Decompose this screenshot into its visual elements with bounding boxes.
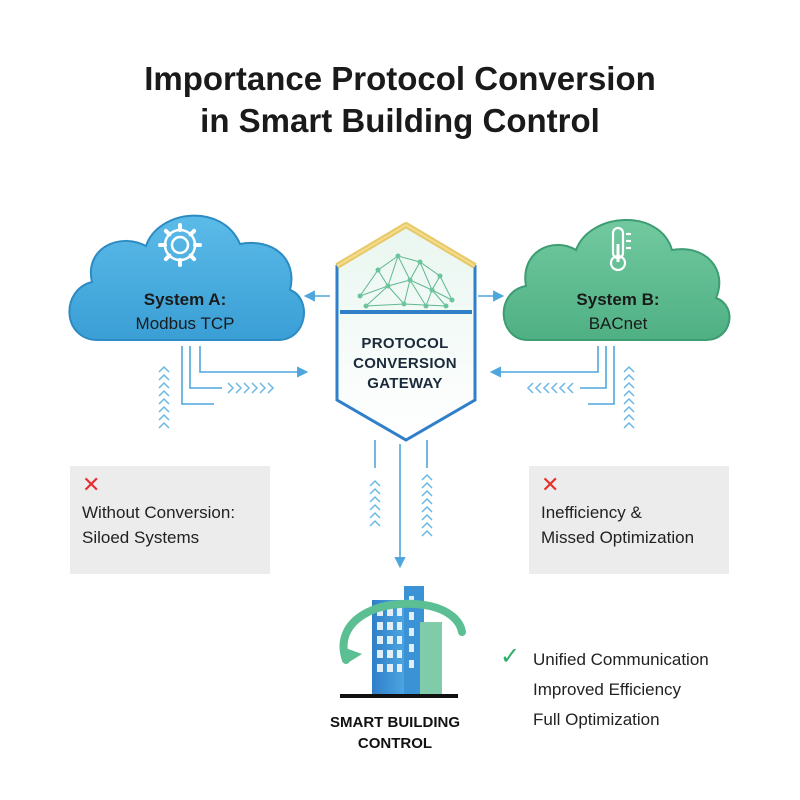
- benefit-item: Improved Efficiency: [533, 680, 682, 699]
- building-icon: [339, 586, 466, 698]
- system-a-name: System A:: [143, 290, 227, 309]
- thermometer-icon: [609, 226, 631, 272]
- system-b-name: System B:: [576, 290, 660, 309]
- check-icon: ✓: [500, 643, 521, 670]
- cross-icon: ✕: [82, 472, 101, 497]
- right-panel-line-1: Inefficiency &: [541, 503, 642, 522]
- right-panel: ✕ Inefficiency & Missed Optimization: [529, 466, 729, 574]
- left-panel: ✕ Without Conversion: Siloed Systems: [70, 466, 270, 574]
- left-panel-line-1: Without Conversion:: [82, 503, 236, 522]
- system-b-label: System B: BACnet: [528, 288, 708, 336]
- benefit-item: Full Optimization: [533, 710, 660, 729]
- smart-building-label: SMART BUILDING CONTROL: [305, 712, 485, 754]
- system-a-protocol: Modbus TCP: [135, 314, 235, 333]
- gateway-label: PROTOCOL CONVERSION GATEWAY: [340, 334, 470, 394]
- gateway-line-3: GATEWAY: [367, 375, 443, 392]
- system-a-cloud: [68, 214, 305, 341]
- network-mesh-icon: [357, 253, 455, 309]
- smart-building-line-1: SMART BUILDING: [330, 714, 460, 731]
- cross-icon: ✕: [541, 472, 560, 497]
- title-line-2: in Smart Building Control: [200, 102, 600, 139]
- gateway-line-2: CONVERSION: [353, 355, 457, 372]
- gateway-shield: [335, 222, 477, 442]
- right-panel-line-2: Missed Optimization: [541, 528, 695, 547]
- system-a-label: System A: Modbus TCP: [100, 288, 270, 336]
- left-panel-line-2: Siloed Systems: [82, 528, 200, 547]
- system-b-protocol: BACnet: [588, 314, 648, 333]
- title-line-1: Importance Protocol Conversion: [144, 60, 656, 97]
- data-flow-chevrons: [158, 365, 635, 537]
- gear-icon: [158, 223, 202, 267]
- system-b-cloud: [502, 219, 731, 341]
- benefit-item: Unified Communication: [533, 650, 709, 669]
- gateway-line-1: PROTOCOL: [361, 335, 449, 352]
- smart-building-line-2: CONTROL: [357, 735, 433, 752]
- diagram-title: Importance Protocol Conversion in Smart …: [0, 58, 800, 142]
- flow-arrows: [181, 290, 615, 569]
